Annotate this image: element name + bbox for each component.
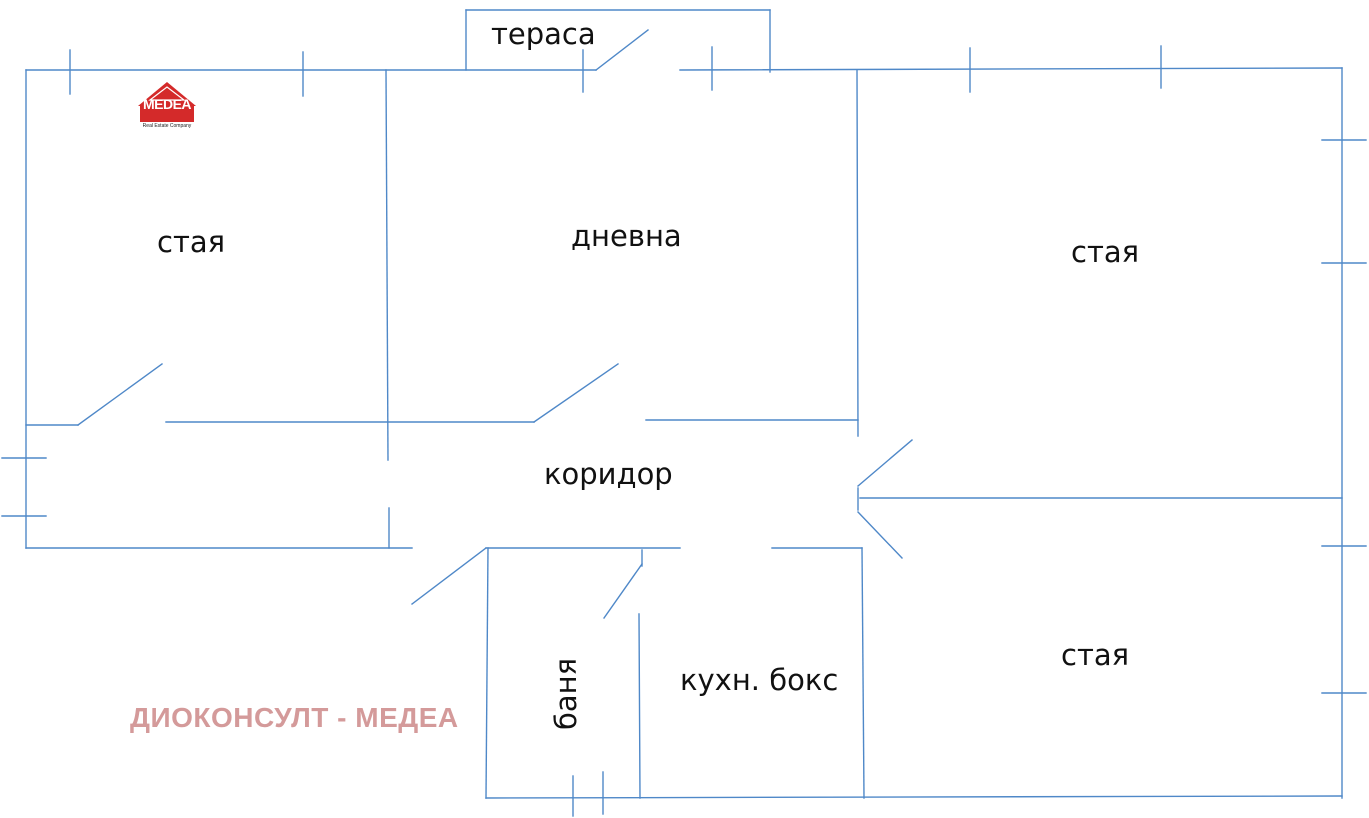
terrace-walls	[465, 9, 771, 73]
living-room-label: дневна	[571, 219, 682, 253]
top-outer-wall	[25, 45, 1343, 97]
terrace-label: тераса	[491, 17, 596, 51]
bathroom-label: баня	[549, 657, 583, 730]
agency-watermark: ДИОКОНСУЛТ - МЕДЕА	[130, 702, 459, 733]
logo-name: MEDEA	[142, 96, 192, 112]
room-top-left-label: стая	[157, 225, 226, 259]
house-roof-icon	[138, 82, 196, 122]
room-bottom-right-label: стая	[1061, 638, 1130, 672]
door-swings	[77, 29, 913, 619]
right-outer-wall	[1321, 67, 1367, 799]
left-outer-wall	[1, 69, 47, 549]
room-top-right-label: стая	[1071, 235, 1140, 269]
medea-logo: MEDEA Real Estate Company	[136, 80, 198, 132]
kitchen-label: кухн. бокс	[680, 663, 839, 697]
interior-walls	[25, 69, 1343, 817]
logo-tagline: Real Estate Company	[142, 123, 192, 129]
corridor-label: коридор	[544, 457, 673, 491]
